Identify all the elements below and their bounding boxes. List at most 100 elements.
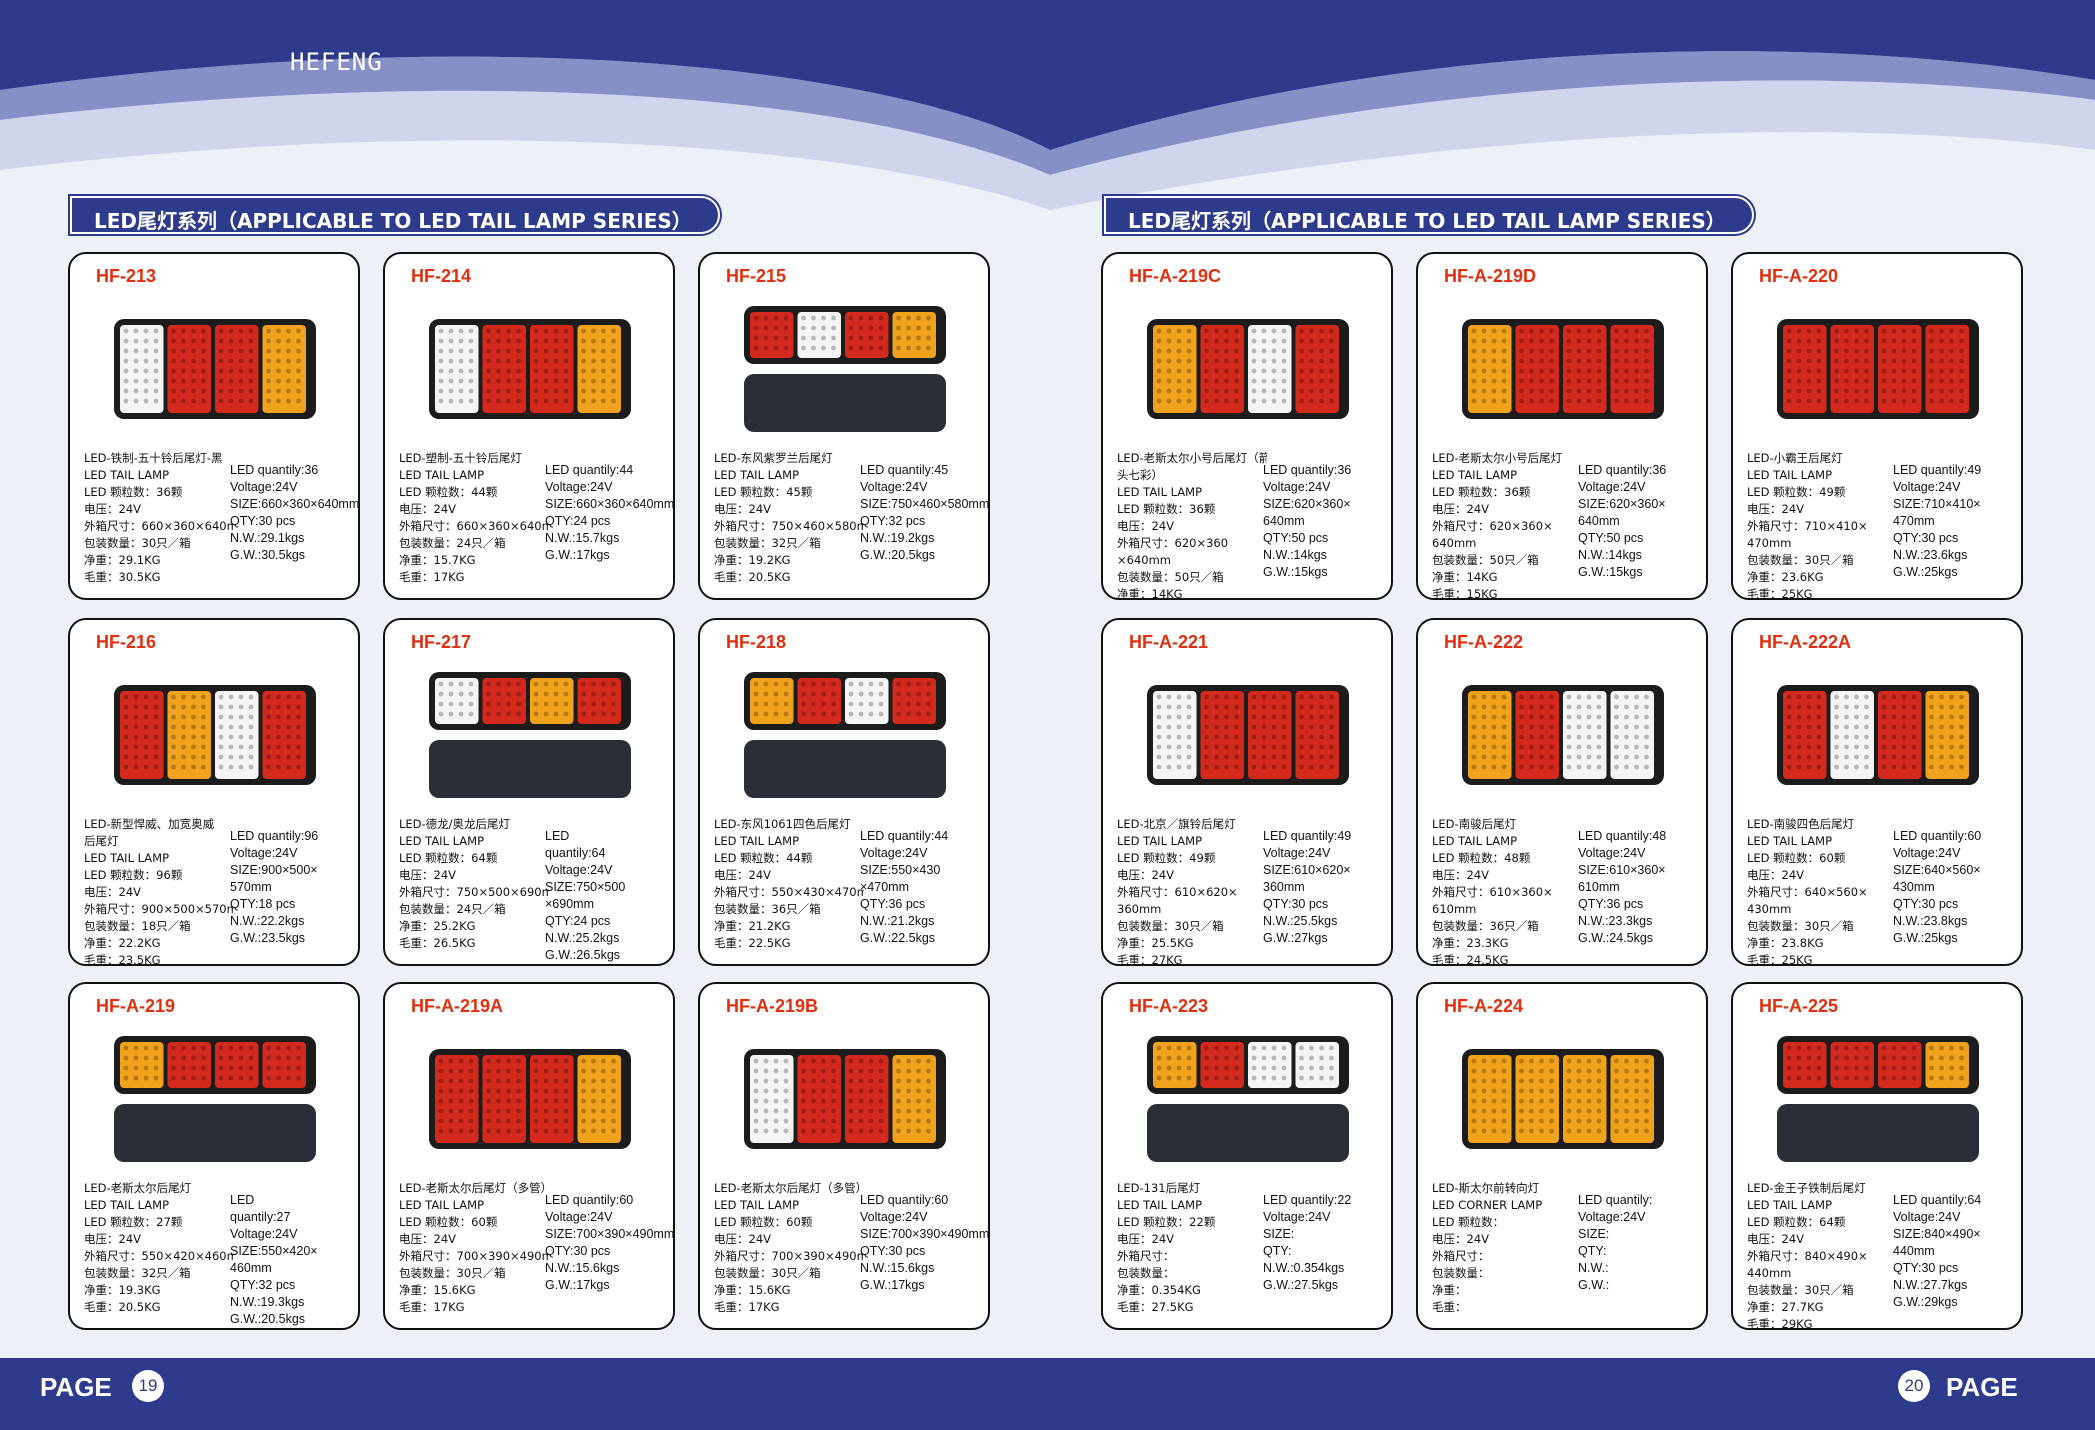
series-banner-left: LED尾灯系列（APPLICABLE TO LED TAIL LAMP SERI… (70, 196, 720, 234)
description-line: 毛重：15KG (1432, 587, 1498, 600)
description-line: 外箱尺寸：610×620× (1117, 885, 1238, 899)
description-line: 外箱尺寸：840×490× (1747, 1249, 1868, 1263)
product-image (84, 660, 346, 810)
page-number-right: 20 (1898, 1370, 1930, 1402)
spec-line: LED quantily:49 (1893, 463, 1982, 477)
description-line: 净重：19.2KG (714, 553, 791, 567)
lamp-image (1462, 1049, 1664, 1149)
description-line: 毛重：17KG (399, 1300, 465, 1314)
spec-line: SIZE:660×360×640mm (545, 497, 673, 511)
lamp-image (1777, 1036, 1979, 1162)
lamp-image (1777, 319, 1979, 419)
description-line: 外箱尺寸：610×360× (1432, 885, 1553, 899)
spec-line: 470mm (1893, 514, 1935, 528)
description-line: 430mm (1747, 902, 1792, 916)
description-line: 电压：24V (1432, 868, 1489, 882)
spec-line: SIZE:620×360× (1263, 497, 1351, 511)
page-label-right: PAGE (1946, 1372, 2018, 1402)
description-line: LED CORNER LAMP (1432, 1198, 1543, 1212)
description-line: 毛重：26.5KG (399, 936, 476, 950)
description-line: 外箱尺寸：700×390×490mm (714, 1249, 864, 1263)
spec-line: N.W.:23.8kgs (1893, 914, 1968, 928)
page-number-left: 19 (132, 1370, 164, 1402)
product-image (714, 660, 976, 810)
product-image (399, 1024, 661, 1174)
product-image (399, 660, 661, 810)
product-image (1747, 660, 2009, 810)
description-line: 外箱尺寸：620×360× (1432, 519, 1553, 533)
spec-line: Voltage:24V (1263, 1210, 1331, 1224)
spec-line: Voltage:24V (230, 480, 298, 494)
spec-line: QTY:32 pcs (230, 1278, 296, 1292)
spec-line: QTY:50 pcs (1263, 531, 1329, 545)
description-line: 包装数量：30只／箱 (1747, 1283, 1854, 1297)
description-line: 净重：23.6KG (1747, 570, 1824, 584)
spec-line: QTY:18 pcs (230, 897, 296, 911)
spec-line: N.W.:25.2kgs (545, 931, 620, 945)
description-line: 毛重：22.5KG (714, 936, 791, 950)
spec-line: QTY:30 pcs (1263, 897, 1329, 911)
description-line: 毛重：20.5KG (84, 1300, 161, 1314)
spec-line: G.W.:17kgs (860, 1278, 925, 1292)
description-line: 包装数量：30只／箱 (1747, 919, 1854, 933)
description-line: 毛重：25KG (1747, 587, 1813, 600)
description-line: LED TAIL LAMP (84, 468, 170, 482)
description-line: LED TAIL LAMP (714, 468, 800, 482)
description-line: 包装数量：50只／箱 (1117, 570, 1224, 584)
description-line: LED 颗粒数：64颗 (399, 851, 498, 865)
spec-line: SIZE:900×500× (230, 863, 318, 877)
product-model: HF-A-223 (1129, 996, 1209, 1016)
spec-line: SIZE:550×420× (230, 1244, 318, 1258)
lamp-image (1462, 319, 1664, 419)
spec-line: N.W.:22.2kgs (230, 914, 305, 928)
product-model: HF-A-222 (1444, 632, 1524, 652)
description-line: 电压：24V (1747, 502, 1804, 516)
spec-line: Voltage:24V (545, 863, 613, 877)
spec-line: QTY:30 pcs (1893, 897, 1959, 911)
product-model: HF-A-219C (1129, 266, 1222, 286)
description-line: LED-东风紫罗兰后尾灯 (714, 451, 833, 465)
description-line: LED 颗粒数：27颗 (84, 1215, 183, 1229)
spec-line: QTY:30 pcs (230, 514, 296, 528)
lamp-image (744, 306, 946, 432)
lamp-image (114, 319, 316, 419)
spec-line: N.W.:23.3kgs (1578, 914, 1653, 928)
spec-line: QTY:36 pcs (1578, 897, 1644, 911)
spec-line: LED quantily:96 (230, 829, 319, 843)
description-line: 净重：15.7KG (399, 553, 476, 567)
description-line: 毛重：17KG (714, 1300, 780, 1314)
spec-line: SIZE:610×620× (1263, 863, 1351, 877)
spec-line: SIZE:640×560× (1893, 863, 1981, 877)
spec-line: Voltage:24V (860, 480, 928, 494)
lamp-image (1462, 685, 1664, 785)
description-line: LED TAIL LAMP (399, 468, 485, 482)
spec-line: G.W.:27.5kgs (1263, 1278, 1339, 1292)
spec-line: G.W.:26.5kgs (545, 948, 621, 962)
description-line: 电压：24V (1432, 1232, 1489, 1246)
spec-line: quantily:27 (230, 1210, 291, 1224)
spec-line: LED (230, 1193, 255, 1207)
description-line: 净重：21.2KG (714, 919, 791, 933)
spec-line: SIZE:700×390×490mm (545, 1227, 673, 1241)
spec-line: G.W.:23.5kgs (230, 931, 306, 945)
